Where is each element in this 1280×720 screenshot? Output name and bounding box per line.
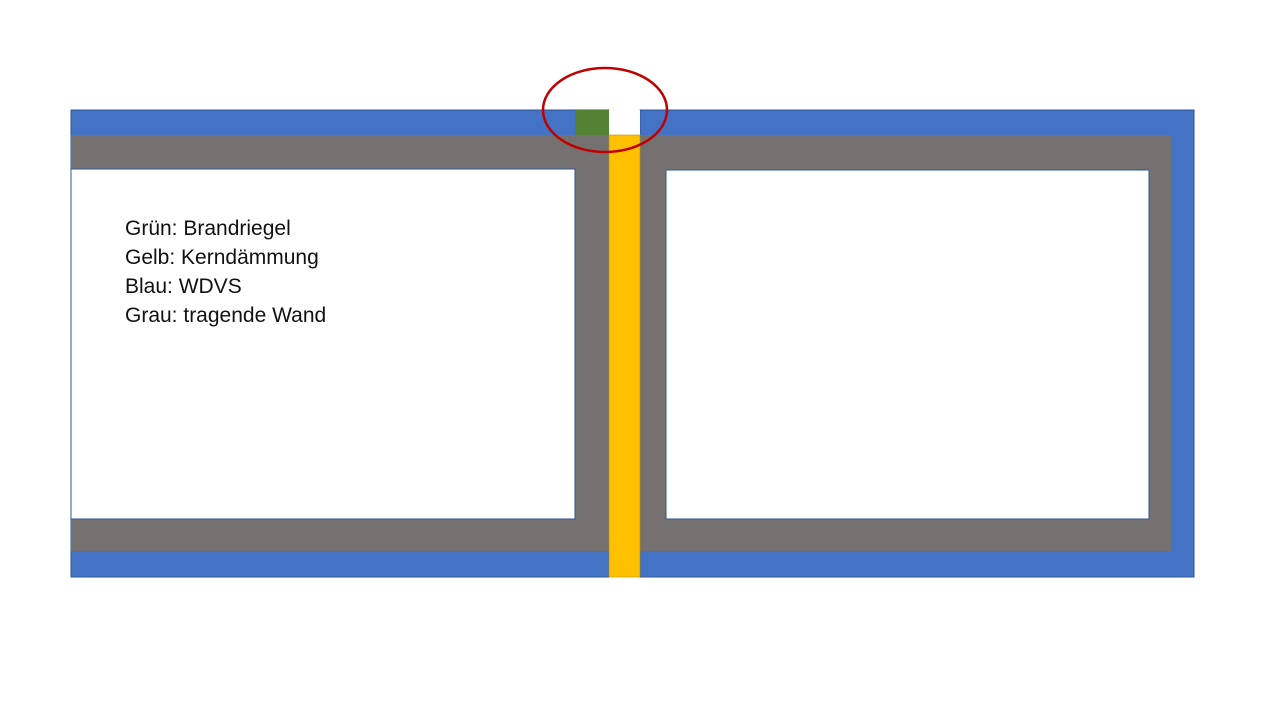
- joint-gap-top: [609, 110, 640, 135]
- legend: Grün: Brandriegel Gelb: Kerndämmung Blau…: [125, 214, 326, 330]
- left-room-interior: [70, 168, 576, 520]
- highlight-ellipse: [541, 66, 669, 154]
- fire-barrier-block: [575, 110, 609, 135]
- right-room-interior: [665, 169, 1150, 520]
- legend-grey: Grau: tragende Wand: [125, 304, 327, 327]
- legend-blue: Blau: WDVS: [125, 275, 242, 298]
- legend-yellow: Gelb: Kerndämmung: [125, 246, 319, 269]
- legend-green: Grün: Brandriegel: [125, 217, 291, 240]
- core-insulation-strip: [608, 134, 641, 578]
